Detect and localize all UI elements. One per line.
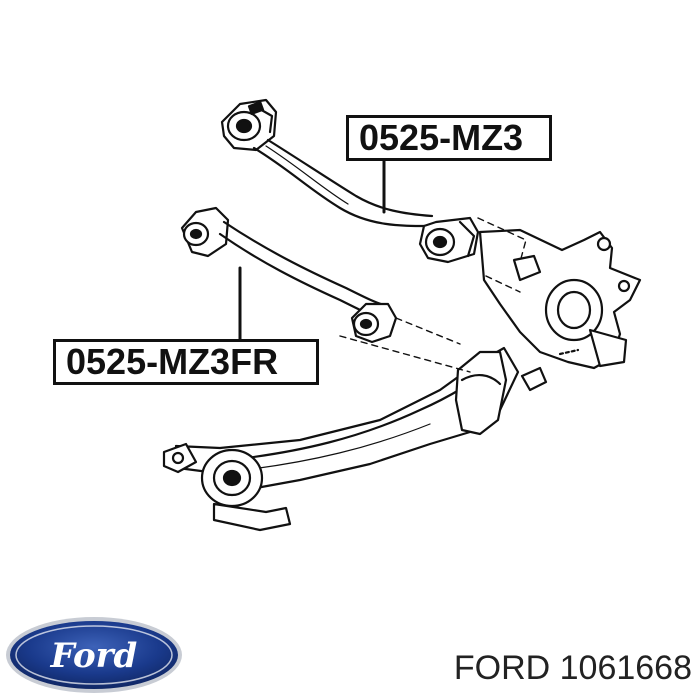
part-label-upper-arm: 0525-MZ3 bbox=[346, 115, 552, 161]
lower-control-arm bbox=[180, 206, 398, 344]
logo-oval bbox=[10, 621, 178, 689]
leader-lines bbox=[238, 159, 386, 341]
part-number-caption: FORD 1061668 bbox=[453, 649, 692, 687]
logo-wordmark: Ford bbox=[50, 636, 138, 676]
ford-logo: Ford bbox=[6, 617, 182, 693]
trailing-arm bbox=[162, 346, 520, 532]
knuckle-assembly bbox=[478, 228, 642, 392]
part-label-lower-arm: 0525-MZ3FR bbox=[53, 339, 319, 385]
reference-lines bbox=[339, 217, 527, 373]
upper-control-arm bbox=[220, 98, 480, 264]
